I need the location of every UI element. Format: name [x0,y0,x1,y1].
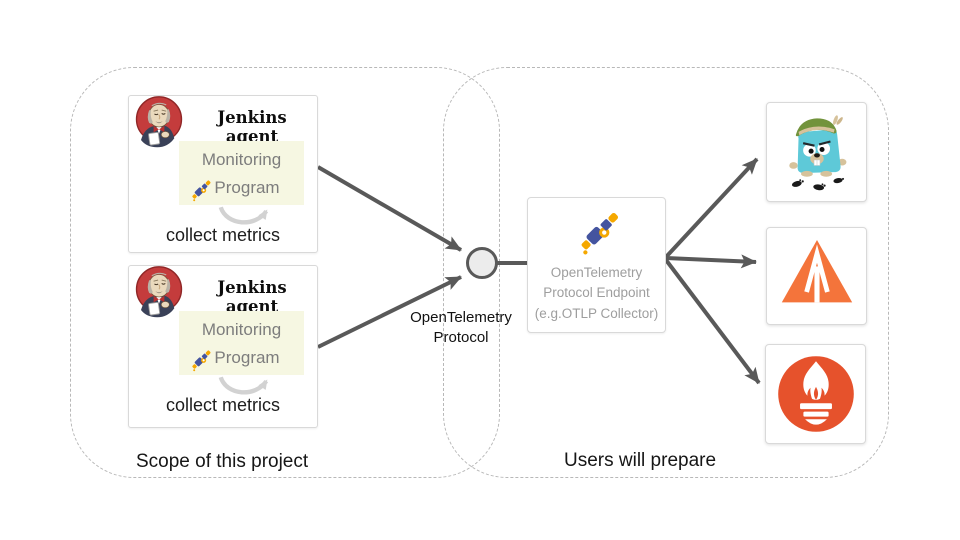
jenkins-agent-card: Jenkins agent Monitoring Program collect… [128,95,318,253]
prometheus-torch-logo-icon [777,356,854,432]
otlp-endpoint-card: OpenTelemetry Protocol Endpoint (e.g.OTL… [527,197,666,333]
opentelemetry-telescope-icon [190,349,214,373]
program-label-line1: Monitoring [201,150,282,169]
protocol-label-line2: Protocol [433,329,489,347]
opentelemetry-protocol-label: OpenTelemetry Protocol [392,308,530,349]
scope-group-boundary [70,67,500,478]
jenkins-butler-icon [135,96,183,148]
jenkins-agent-card: Jenkins agent Monitoring Program collect… [128,265,318,428]
collect-metrics-caption: collect metrics [165,225,281,245]
scope-group-label: Scope of this project [136,451,309,472]
prometheus-backend-card [765,344,866,444]
zipkin-pyramid-logo-icon [777,236,857,316]
endpoint-line2: Protocol Endpoint [543,285,650,301]
users-group-label: Users will prepare [564,450,717,471]
monitoring-program-box: Monitoring Program [179,311,304,375]
program-label-line2: Program [214,177,280,197]
program-label-line2: Program [214,347,280,367]
opentelemetry-telescope-icon [575,210,623,257]
endpoint-line3: (e.g.OTLP Collector) [534,305,659,321]
program-label-line1: Monitoring [201,320,282,339]
collect-metrics-caption: collect metrics [165,395,281,415]
users-group-boundary [443,67,889,478]
otlp-junction-node [466,247,498,279]
jaeger-gopher-logo-icon [787,113,847,192]
jenkins-butler-icon [135,266,183,318]
monitoring-program-box: Monitoring Program [179,141,304,205]
endpoint-description: OpenTelemetry Protocol Endpoint (e.g.OTL… [535,263,659,324]
jaeger-backend-card [766,102,867,202]
opentelemetry-telescope-icon [190,179,214,203]
protocol-label-line1: OpenTelemetry [410,309,512,326]
endpoint-line1: OpenTelemetry [550,265,643,280]
zipkin-backend-card [766,227,867,325]
